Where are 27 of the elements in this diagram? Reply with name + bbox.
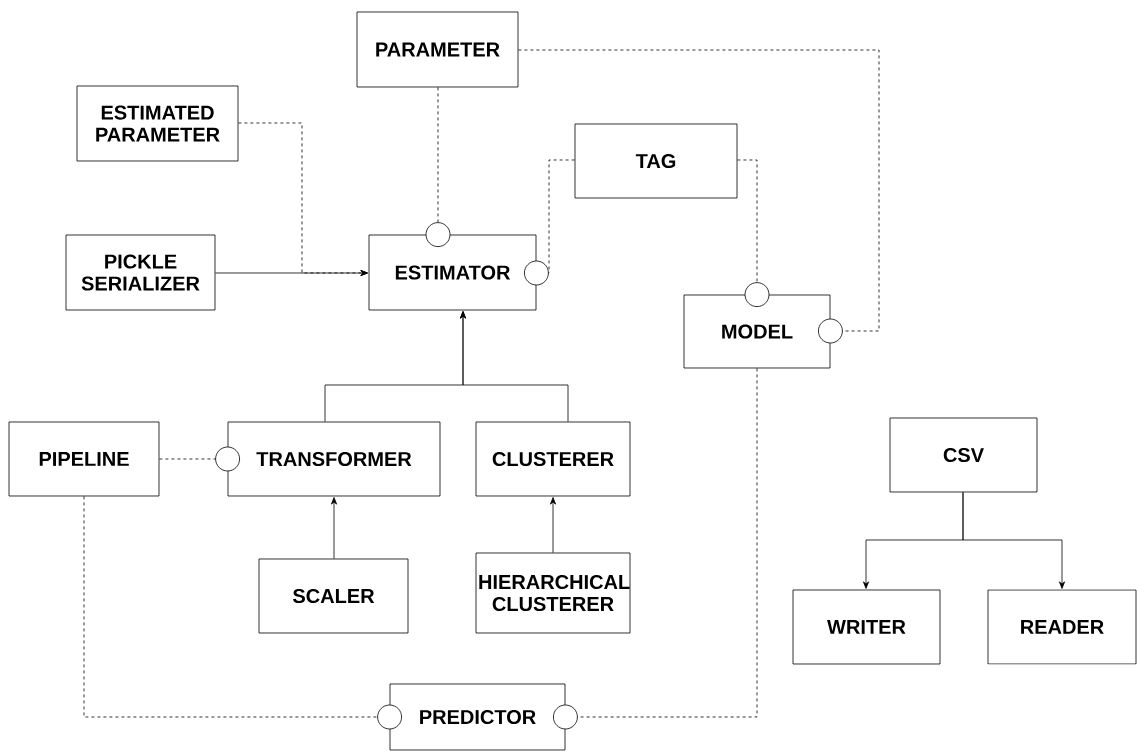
lollipop-connector	[553, 368, 758, 730]
class-box: HIERARCHICAL CLUSTERER	[475, 552, 631, 634]
lollipop-connector	[737, 159, 770, 307]
class-box: PICKLE SERIALIZER	[65, 234, 216, 311]
class-box: TRANSFORMER	[227, 421, 441, 497]
class-box: CSV	[889, 417, 1038, 493]
class-box: ESTIMATOR	[368, 234, 537, 311]
class-box: PREDICTOR	[389, 683, 566, 751]
lollipop-connector	[518, 49, 880, 344]
lollipop-connector	[425, 87, 451, 247]
arrow	[550, 497, 556, 553]
arrow	[215, 270, 368, 276]
arrow	[331, 497, 337, 559]
lollipop-connector	[83, 496, 402, 730]
arrow	[962, 492, 1065, 589]
class-box: PIPELINE	[8, 421, 160, 497]
arrow	[460, 311, 569, 422]
lollipop-connector	[524, 159, 575, 286]
class-box: TAG	[574, 123, 738, 199]
lollipop-connector	[159, 446, 240, 472]
class-box: READER	[987, 589, 1137, 665]
class-box: MODEL	[683, 294, 831, 369]
class-box: WRITER	[792, 589, 941, 665]
class-box: PARAMETER	[356, 11, 519, 88]
class-box: CLUSTERER	[475, 421, 631, 497]
class-box: ESTIMATED PARAMETER	[76, 85, 239, 162]
class-box: SCALER	[258, 558, 409, 634]
